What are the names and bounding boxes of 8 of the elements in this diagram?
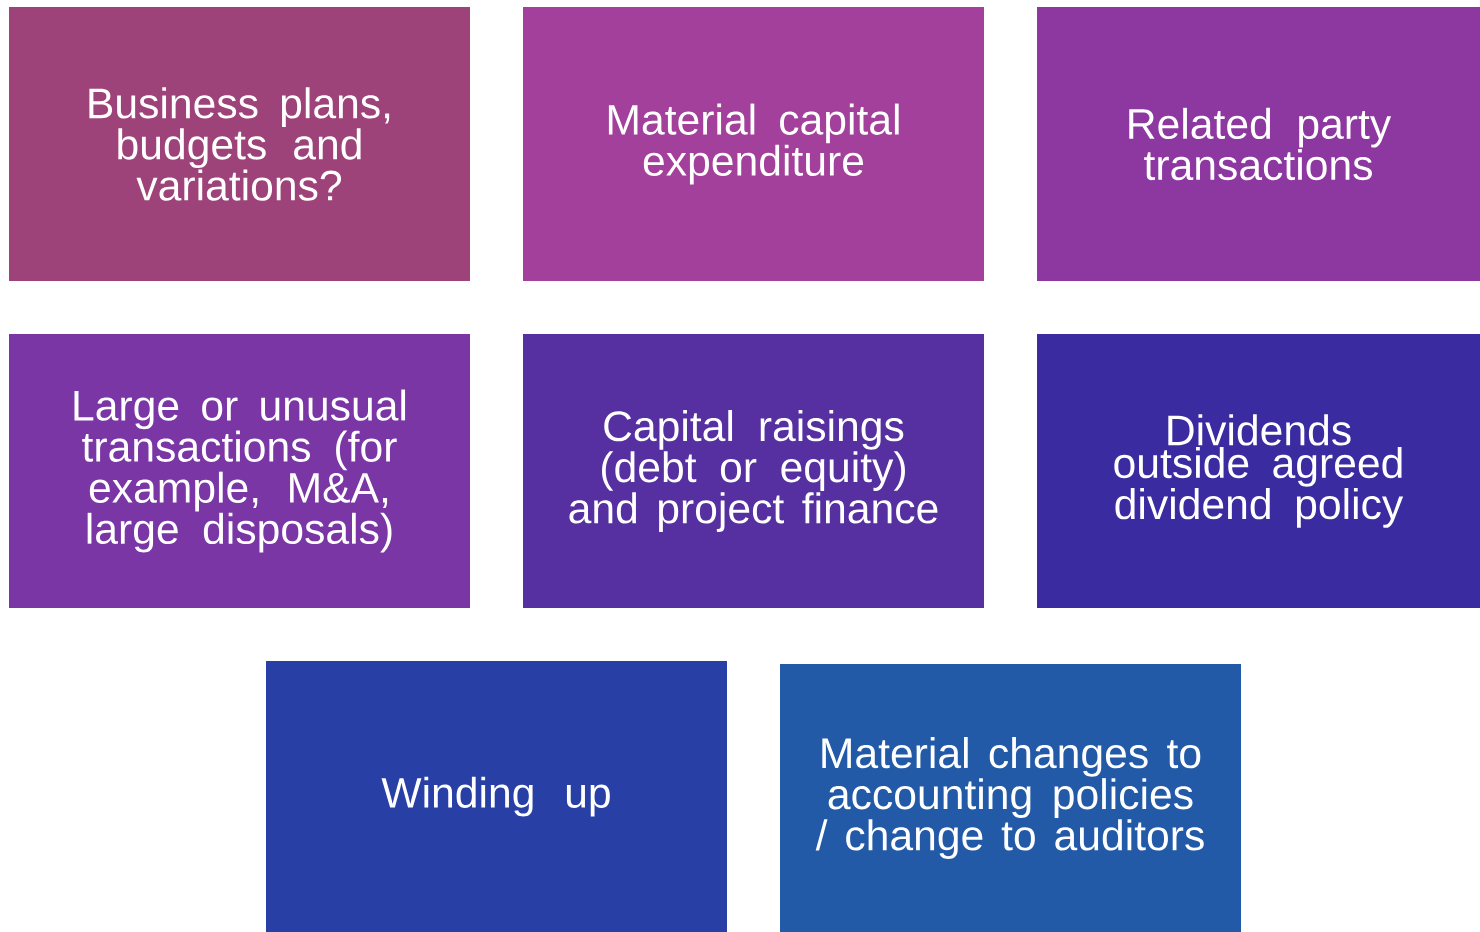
text-box: Related party transactions: [1037, 7, 1480, 281]
text-box: Business plans, budgets and variations?: [9, 7, 470, 281]
text-box: Capital raisings (debt or equity) and project finance: [523, 334, 984, 608]
text-box: Material capital expenditure: [523, 7, 984, 281]
text-box: Large or unusual transactions (for example, M&A, large disposals): [9, 334, 470, 608]
text-box: Dividends outside agreed dividend policy: [1037, 334, 1480, 608]
text-box: Winding up: [266, 661, 727, 932]
text-box: Material changes to accounting policies / change to auditors: [780, 664, 1241, 932]
